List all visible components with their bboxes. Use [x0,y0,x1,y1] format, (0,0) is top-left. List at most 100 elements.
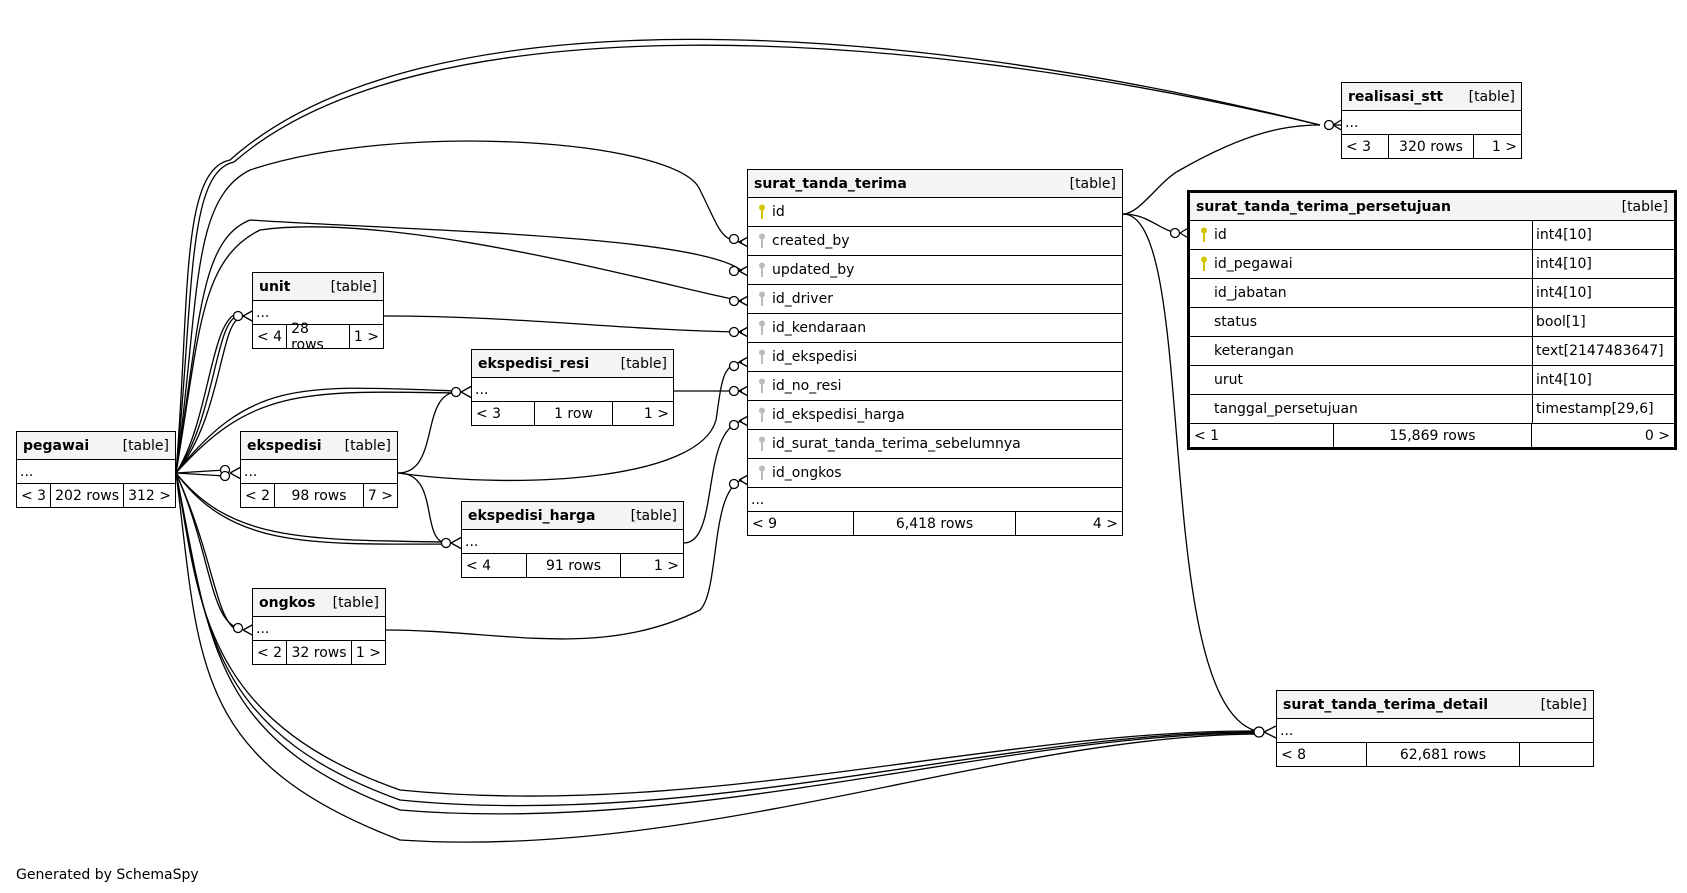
table-surat_tanda_terima_persetujuan[interactable]: surat_tanda_terima_persetujuan [table] id… [1187,190,1677,450]
column-row[interactable]: created_by [748,227,1122,256]
column-name: urut [1214,372,1243,388]
column-row[interactable]: id_ongkos [748,459,1122,488]
crowfoot [1263,725,1277,739]
column-name: id_surat_tanda_terima_sebelumnya [772,436,1021,452]
columns-ellipsis: ... [253,301,383,325]
column-row[interactable]: id_kendaraan [748,314,1122,343]
column-row[interactable]: id_surat_tanda_terima_sebelumnya [748,430,1122,459]
columns-ellipsis: ... [462,530,683,554]
column-type: bool[1] [1532,308,1674,336]
cardinality-marker [728,360,740,372]
column-type: int4[10] [1532,221,1674,249]
cardinality-marker [728,265,740,277]
table-kind: [table] [1468,88,1515,105]
parents-count: < 3 [17,484,52,507]
children-count: 1 > [355,644,381,661]
column-row[interactable]: updated_by [748,256,1122,285]
cardinality-marker [728,233,740,245]
column-row[interactable]: status bool[1] [1190,308,1674,337]
column-name: tanggal_persetujuan [1214,401,1358,417]
children-count: 4 > [1092,515,1118,532]
column-type: int4[10] [1532,250,1674,278]
table-name: ekspedisi [247,437,322,454]
foreign-key-icon [752,378,772,394]
children-count: 1 > [1491,138,1517,155]
table-name: realisasi_stt [1348,88,1444,105]
table-kind: [table] [1621,198,1668,215]
foreign-key-icon [752,233,772,249]
parents-count: < 4 [253,325,288,348]
table-surat_tanda_terima_detail[interactable]: surat_tanda_terima_detail[table] ... < 8… [1276,690,1594,767]
children-count: 0 > [1644,427,1670,444]
cardinality-marker [1169,227,1181,239]
row-count: 320 rows [1389,135,1474,158]
columns-ellipsis: ... [253,617,385,641]
parents-count: < 2 [241,484,276,507]
parents-count: < 9 [748,512,854,535]
columns-ellipsis: ... [748,488,1122,512]
edge-stt-persetujuan [1122,213,1181,234]
children-count: 312 > [128,487,171,504]
row-count: 62,681 rows [1367,743,1520,766]
column-row[interactable]: id_ekspedisi [748,343,1122,372]
children-count: 1 > [653,557,679,574]
primary-key-icon [1194,256,1214,272]
table-name: surat_tanda_terima_detail [1283,696,1489,713]
column-row[interactable]: urut int4[10] [1190,366,1674,395]
column-row[interactable]: id_no_resi [748,372,1122,401]
table-name: surat_tanda_terima [754,175,907,192]
parents-count: < 1 [1190,424,1334,447]
cardinality-marker [728,419,740,431]
foreign-key-icon [752,262,772,278]
column-row[interactable]: tanggal_persetujuan timestamp[29,6] [1190,395,1674,424]
row-count: 1 row [535,402,613,425]
children-count: 1 > [353,328,379,345]
row-count: 32 rows [287,641,352,664]
edge-pegawai-unit-2 [175,315,239,474]
parents-count: < 2 [253,641,288,664]
cardinality-marker [728,478,740,490]
column-name: id_ongkos [772,465,842,481]
edge-ekspedisi_harga-id_ekspedisi_harga [683,420,743,544]
column-row[interactable]: id_driver [748,285,1122,314]
row-count: 6,418 rows [854,512,1016,535]
edge-ekspedisi-ekspedisi_harga [397,472,447,544]
cardinality-marker [232,310,244,322]
table-name: unit [259,278,291,295]
column-name: id_kendaraan [772,320,867,336]
column-name: status [1214,314,1258,330]
cardinality-marker [219,470,231,482]
foreign-key-icon [752,465,772,481]
generated-by-note: Generated by SchemaSpy [16,867,199,883]
column-type: int4[10] [1532,366,1674,394]
column-type: text[2147483647] [1532,337,1674,365]
primary-key-icon [1194,227,1214,243]
column-name: id_pegawai [1214,256,1293,272]
columns-ellipsis: ... [241,460,397,484]
edge-pegawai-ongkos-2 [175,472,239,632]
table-name: surat_tanda_terima_persetujuan [1196,198,1451,215]
table-kind: [table] [620,355,667,372]
children-count [1520,743,1593,766]
column-row[interactable]: id_pegawai int4[10] [1190,250,1674,279]
row-count: 91 rows [527,554,621,577]
parents-count: < 4 [462,554,527,577]
table-kind: [table] [330,278,377,295]
column-type: timestamp[29,6] [1532,395,1674,423]
columns-ellipsis: ... [1277,719,1593,743]
column-row[interactable]: id [748,198,1122,227]
row-count: 28 rows [287,321,350,353]
column-row[interactable]: id_ekspedisi_harga [748,401,1122,430]
table-kind: [table] [332,594,379,611]
